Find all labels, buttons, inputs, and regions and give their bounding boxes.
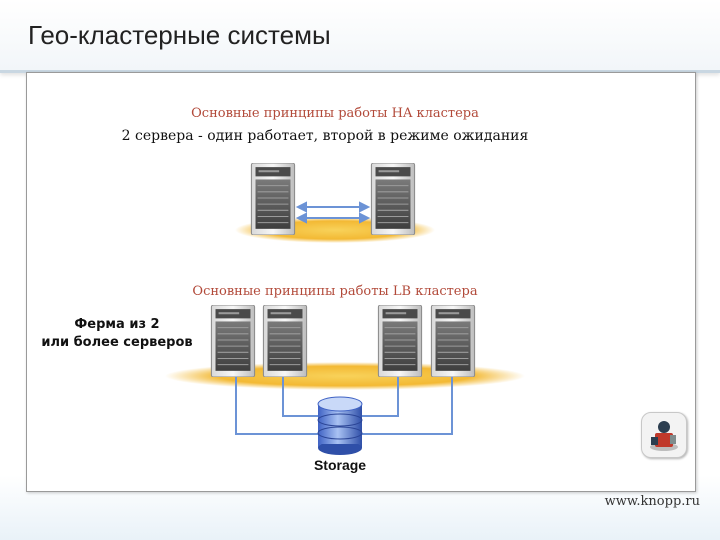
storage-database-icon [317, 396, 363, 455]
ha-server-primary-icon [250, 163, 296, 235]
server-farm-label: Ферма из 2 или более серверов [32, 316, 202, 352]
slide-title: Гео-кластерные системы [28, 20, 331, 50]
footer-url: www.knopp.ru [604, 494, 700, 509]
knopp-logo-icon [641, 412, 687, 458]
ha-server-standby-icon [370, 163, 416, 235]
ha-section-title: Основные принципы работы HA кластера [191, 106, 479, 121]
ha-section-subtitle: 2 сервера - один работает, второй в режи… [121, 128, 529, 144]
lb-server-1-icon [210, 305, 256, 377]
server-farm-label-line1: Ферма из 2 [74, 317, 160, 332]
lb-server-2-icon [262, 305, 308, 377]
lb-connectors [235, 376, 453, 435]
logo-figure-icon [650, 421, 678, 451]
title-bar: Гео-кластерные системы [0, 0, 720, 73]
ha-sync-arrow [295, 201, 371, 224]
lb-section-title: Основные принципы работы LB кластера [192, 284, 478, 299]
server-farm-label-line2: или более серверов [41, 335, 193, 350]
lb-server-4-icon [430, 305, 476, 377]
lb-server-3-icon [377, 305, 423, 377]
storage-label: Storage [313, 457, 367, 473]
